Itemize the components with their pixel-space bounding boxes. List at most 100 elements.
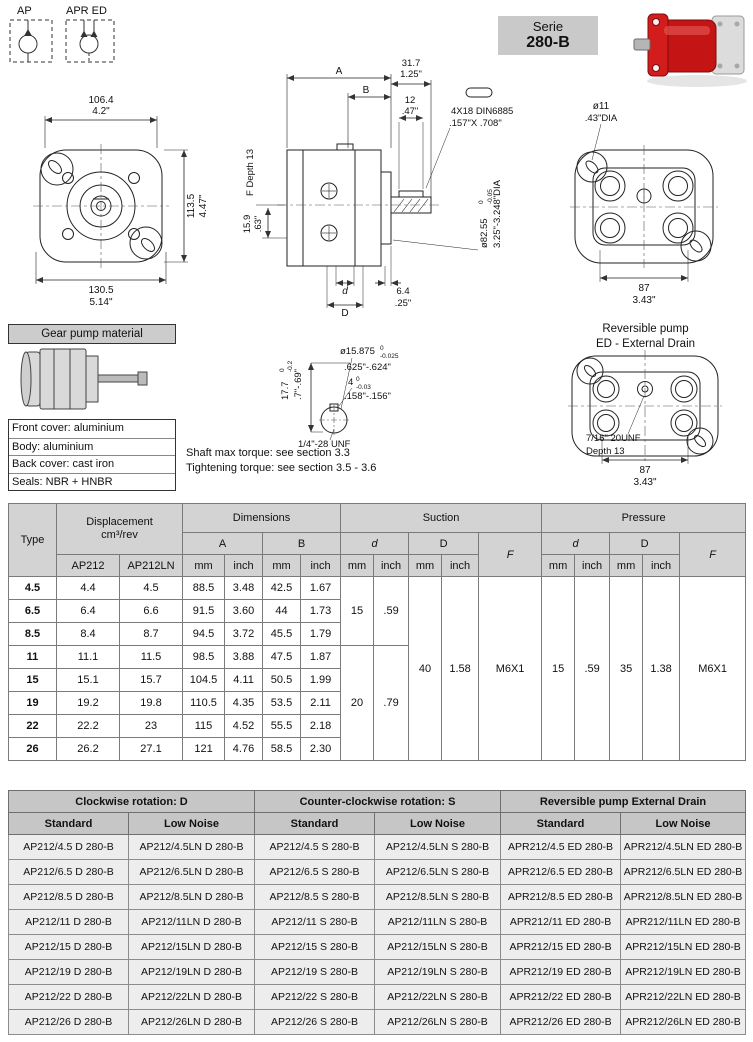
cell: 6.6 [118,599,184,623]
side-dim-a: A [336,66,343,77]
shaft-dia-tol-hi: 0 [380,345,384,352]
cell-type: 6.5 [8,599,57,623]
col-header-dimensions: Dimensions [182,503,342,533]
cell: 44 [262,599,302,623]
cell-suction-d-mm: 15 [340,576,375,646]
cell: AP212/11 D 280-B [8,909,129,935]
cell: AP212/26 S 280-B [254,1009,375,1035]
front-base-in: 5.14" [89,297,112,308]
side-port-off-mm: 15.9 [242,215,253,234]
col-header-pressure-D: D [609,532,681,555]
cell: 3.48 [224,576,264,600]
side-shaft-len-mm: 31.7 [402,58,421,69]
cell: APR212/19 ED 280-B [500,959,622,985]
spec-row: 22 22.2 23 115 4.52 55.5 2.18 [8,714,746,738]
ordering-table: Clockwise rotation: D Counter-clockwise … [8,790,747,1035]
cell: AP212/8.5 D 280-B [8,884,129,910]
cell: 4.52 [224,714,264,738]
cell: APR212/6.5 ED 280-B [500,859,622,885]
side-view-drawing [256,74,493,308]
serie-value: 280-B [526,34,570,51]
side-dim-D: D [341,308,348,319]
cell: AP212/19 S 280-B [254,959,375,985]
cell: AP212/4.5 D 280-B [8,834,129,860]
cell: AP212/26 D 280-B [8,1009,129,1035]
cell: AP212/8.5LN D 280-B [128,884,255,910]
front-view-drawing [33,116,188,284]
cell-pressure-D-mm: 35 [609,576,644,761]
cell: 2.18 [300,714,342,738]
cell: AP212/6.5 D 280-B [8,859,129,885]
cell: 11.5 [118,645,184,669]
cell: APR212/19LN ED 280-B [620,959,747,985]
subheader-standard: Standard [500,812,622,835]
cell: 1.67 [300,576,342,600]
order-row: AP212/11 D 280-B AP212/11LN D 280-B AP21… [8,909,747,935]
cell-suction-d-mm: 20 [340,645,375,761]
front-width-in: 4.2" [92,106,110,117]
unit-header: mm [609,554,644,577]
cell: 4.5 [118,576,184,600]
cell: AP212/19LN S 280-B [373,959,502,985]
side-pilot-dia-in: 3.25"-3.248"DIA [492,179,503,248]
cell: 8.4 [56,622,120,646]
note-tightening-torque: Tightening torque: see section 3.5 - 3.6 [186,462,377,474]
shaft-dia-tol-lo: -0.025 [380,353,399,360]
cell: AP212/8.5LN S 280-B [373,884,502,910]
cell-suction-d-in: .79 [373,645,410,761]
shaft-key-tol-hi: 0 [356,376,360,383]
spec-row: 11 11.1 11.5 98.5 3.88 47.5 1.87 20 .79 [8,645,746,761]
group-header-counterclockwise: Counter-clockwise rotation: S [253,790,502,813]
col-header-ap212ln: AP212LN [118,554,184,577]
cell: 19.8 [118,691,184,715]
side-key-len-mm: 12 [405,95,416,106]
cell: APR212/22LN ED 280-B [620,984,747,1010]
col-header-b: B [262,532,342,555]
unit-header: mm [340,554,375,577]
reversible-drawing [568,350,722,464]
rear-width-mm: 87 [638,283,650,294]
unit-header: inch [300,554,342,577]
order-row: AP212/26 D 280-B AP212/26LN D 280-B AP21… [8,1009,747,1035]
shaft-key-tol-lo: -0.03 [356,384,371,391]
cell: AP212/15LN S 280-B [373,934,502,960]
cell-pressure-d-mm: 15 [541,576,576,761]
cell: AP212/11LN S 280-B [373,909,502,935]
shaft-len: 17.7 [280,382,291,401]
unit-header: mm [262,554,302,577]
cell: 1.87 [300,645,342,669]
col-header-type: Type [8,503,57,577]
spec-row: 26 26.2 27.1 121 4.76 58.5 2.30 [8,737,746,761]
unit-header: inch [642,554,681,577]
material-pump-sketch [20,348,148,410]
cell: APR212/4.5LN ED 280-B [620,834,747,860]
cell: AP212/11 S 280-B [254,909,375,935]
cell: AP212/15 D 280-B [8,934,129,960]
displacement-unit: cm³/rev [101,529,138,541]
rear-width-in: 3.43" [632,295,655,306]
material-line-back-cover: Back cover: cast iron [9,455,175,473]
order-row: AP212/8.5 D 280-B AP212/8.5LN D 280-B AP… [8,884,747,910]
cell-type: 4.5 [8,576,57,600]
cell-suction-f: M6X1 [478,576,543,761]
cell: 3.72 [224,622,264,646]
cell: 55.5 [262,714,302,738]
product-photo [633,13,747,87]
reversible-width-in: 3.43" [633,477,656,488]
rear-hole-dia: ø11 [593,101,610,112]
cell: AP212/26LN S 280-B [373,1009,502,1035]
shaft-key-in: .158"-.156" [344,391,391,402]
cell: AP212/15 S 280-B [254,934,375,960]
cell: 4.4 [56,576,120,600]
cell: APR212/26LN ED 280-B [620,1009,747,1035]
cell-pressure-d-in: .59 [574,576,611,761]
cell: 4.35 [224,691,264,715]
spec-row: 19 19.2 19.8 110.5 4.35 53.5 2.11 [8,691,746,715]
cell: 2.30 [300,737,342,761]
side-shaft-len-in: 1.25" [400,69,422,80]
front-height-in: 4.47" [198,194,209,217]
col-header-suction-f: F [478,532,543,577]
group-header-reversible: Reversible pump External Drain [500,790,747,813]
side-key-note-2: .157"X .708" [449,118,502,129]
front-height-mm: 113.5 [186,193,197,218]
